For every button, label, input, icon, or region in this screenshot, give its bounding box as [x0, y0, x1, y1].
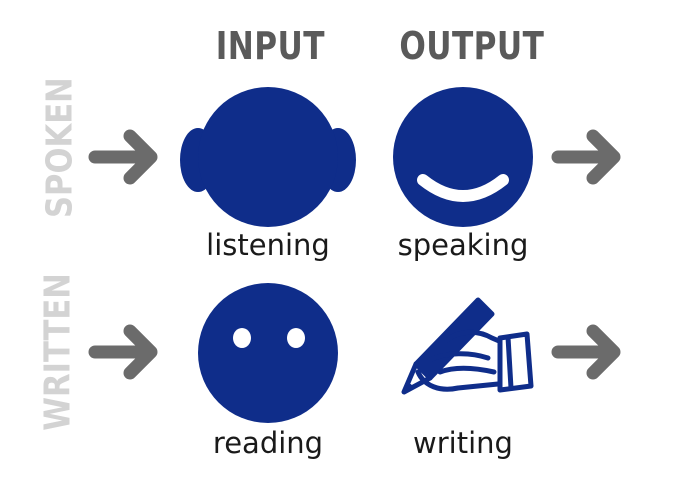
smiling-mouth-icon	[393, 87, 533, 227]
arrow-right-icon	[88, 129, 158, 185]
hand-writing-pen-icon	[401, 297, 534, 395]
speaking-label: speaking	[397, 228, 529, 262]
arrow-right-icon	[551, 324, 621, 380]
arrow-right-icon	[551, 129, 621, 185]
output-header: OUTPUT	[399, 24, 545, 68]
reading-label: reading	[212, 426, 324, 460]
arrow-right-icon	[88, 324, 158, 380]
input-header: INPUT	[215, 24, 325, 68]
listening-label: listening	[206, 228, 330, 262]
writing-label: writing	[413, 426, 513, 460]
head-with-ears-icon	[180, 87, 356, 227]
eyes-icon	[198, 283, 338, 423]
